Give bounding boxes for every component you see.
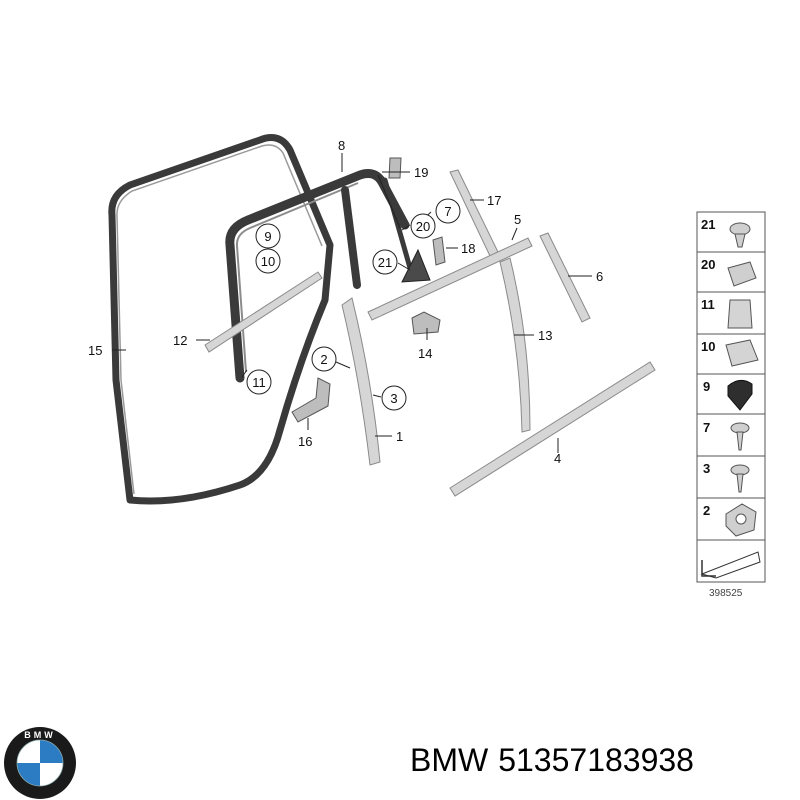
window-frame-part (225, 169, 415, 383)
callout-15: 15 (88, 343, 102, 358)
upper-rail-part (367, 237, 533, 321)
callout-9: 9 (264, 229, 271, 244)
callout-12: 12 (173, 333, 187, 348)
part-number: 51357183938 (498, 742, 694, 778)
bracket-16-part (291, 377, 331, 423)
leader-lines (112, 153, 592, 453)
callout-7: 7 (444, 204, 451, 219)
legend-item-9: 9 (703, 379, 710, 394)
callout-2: 2 (320, 352, 327, 367)
clip-11-icon (727, 299, 753, 329)
callout-17: 17 (487, 193, 501, 208)
clip-20-icon (727, 261, 757, 287)
callout-19: 19 (414, 165, 428, 180)
channel-13-part (499, 257, 531, 433)
callout-3: 3 (390, 391, 397, 406)
legend-item-11: 11 (701, 297, 715, 312)
clip-10-icon (725, 339, 759, 367)
legend-item-10: 10 (701, 339, 715, 354)
screw-3-icon (730, 464, 750, 493)
legend-item-20: 20 (701, 257, 715, 272)
reference-number: 398525 (709, 588, 743, 599)
logo-lettering: BMW (24, 730, 56, 740)
inner-strip-part (204, 271, 323, 353)
callout-10: 10 (261, 254, 275, 269)
fastener-legend: 21 20 11 10 9 7 3 2 (696, 211, 766, 599)
legend-item-7: 7 (703, 420, 710, 435)
screw-7-icon (730, 422, 750, 451)
callout-14: 14 (418, 346, 432, 361)
callout-6: 6 (596, 269, 603, 284)
callout-11: 11 (252, 375, 266, 390)
callout-20: 20 (416, 219, 430, 234)
triangle-cover-part (401, 248, 431, 283)
legend-item-2: 2 (703, 503, 710, 518)
callout-5: 5 (514, 212, 521, 227)
callout-13: 13 (538, 328, 552, 343)
clip-21-icon (729, 222, 751, 248)
clip-18-part (432, 236, 446, 266)
outer-trim-6-part (539, 232, 591, 323)
callout-16: 16 (298, 434, 312, 449)
callout-18: 18 (461, 241, 475, 256)
legend-item-21: 21 (701, 217, 715, 232)
legend-item-3: 3 (703, 461, 710, 476)
plug-9-icon (727, 380, 753, 411)
callout-1: 1 (396, 429, 403, 444)
pillar-trim-part (341, 297, 381, 466)
nut-2-icon (725, 503, 757, 537)
brand-name: BMW (410, 742, 489, 778)
callout-labels: 15 12 8 19 18 17 5 6 13 14 1 4 16 (88, 138, 603, 466)
bmw-logo: BMW (4, 727, 76, 799)
callout-21: 21 (378, 255, 392, 270)
bracket-14-part (411, 311, 441, 335)
belt-molding-part (449, 361, 656, 497)
callout-8: 8 (338, 138, 345, 153)
clip-19-part (388, 157, 402, 179)
door-seal-part (108, 134, 334, 505)
callout-4: 4 (554, 451, 561, 466)
circled-callouts: 9 10 11 2 3 20 7 21 (246, 198, 461, 411)
arrow-shim-icon (700, 551, 761, 579)
